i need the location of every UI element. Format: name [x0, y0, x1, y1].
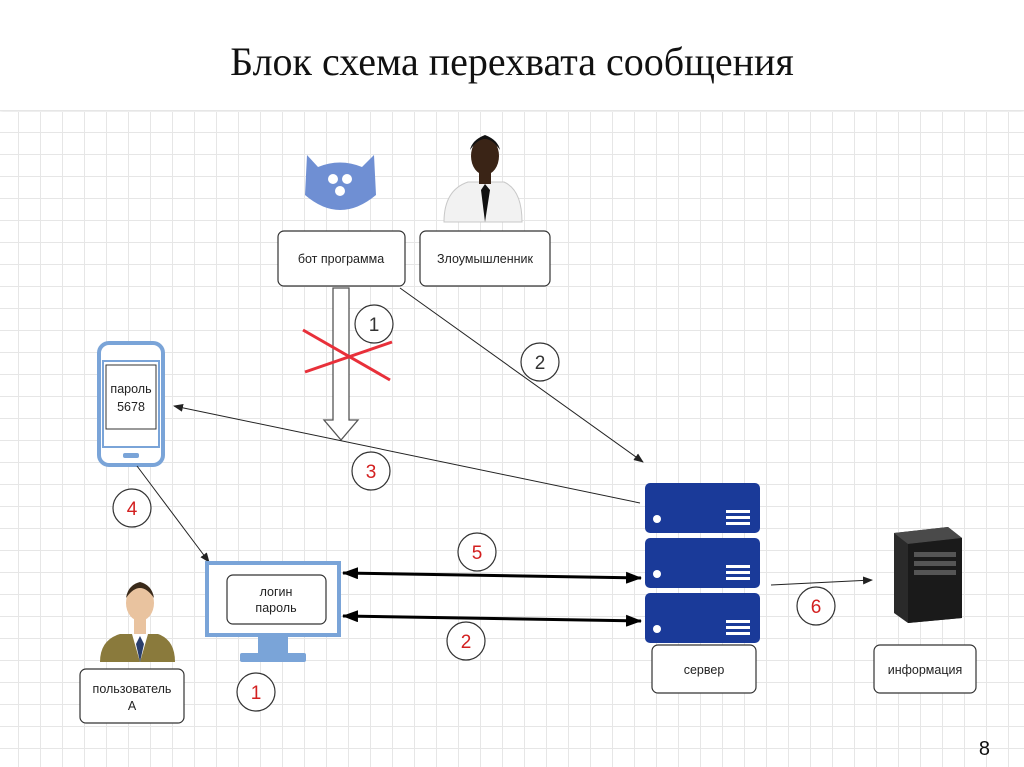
bot-box: бот программа [277, 230, 406, 287]
cat-bot-icon [305, 155, 376, 210]
svg-text:5678: 5678 [117, 400, 145, 414]
svg-text:6: 6 [811, 597, 822, 618]
user-icon [100, 582, 175, 662]
svg-text:сервер: сервер [684, 663, 725, 677]
svg-text:логин: логин [260, 585, 293, 599]
svg-text:2: 2 [461, 632, 472, 653]
monitor-icon: логин пароль [205, 561, 341, 662]
info-box: информация [873, 644, 977, 694]
title-bar: Блок схема перехвата сообщения [0, 0, 1024, 111]
svg-text:А: А [128, 699, 137, 713]
arrow-monitor-server-top [342, 567, 642, 584]
arrow-server-to-info [770, 576, 873, 586]
svg-text:1: 1 [369, 315, 380, 336]
arrow-phone-to-monitor [136, 465, 210, 563]
step-circle-4: 4 [112, 488, 152, 528]
phone-icon: пароль 5678 [97, 341, 165, 467]
svg-text:бот программа: бот программа [298, 252, 384, 266]
svg-text:пароль: пароль [110, 382, 151, 396]
cross-icon [302, 328, 393, 382]
svg-text:информация: информация [888, 663, 963, 677]
svg-text:пароль: пароль [255, 601, 296, 615]
computer-tower-icon [894, 527, 962, 623]
svg-text:пользователь: пользователь [93, 682, 172, 696]
step-circle-2-monitor: 2 [446, 621, 486, 661]
svg-text:1: 1 [251, 683, 262, 704]
attacker-icon [443, 135, 523, 223]
bot-hollow-arrow [322, 287, 360, 442]
page-title: Блок схема перехвата сообщения [230, 39, 794, 84]
svg-text:2: 2 [535, 353, 546, 374]
svg-text:3: 3 [366, 462, 377, 483]
server-box: сервер [651, 644, 757, 694]
step-circle-2-attacker: 2 [520, 342, 560, 382]
arrow-server-to-phone [173, 403, 641, 504]
user-box: пользователь А [79, 668, 185, 724]
attacker-box: Злоумышленник [419, 230, 551, 287]
step-circle-1-bot: 1 [354, 304, 394, 344]
arrow-bot-to-server [399, 287, 644, 463]
svg-text:Злоумышленник: Злоумышленник [437, 252, 534, 266]
step-circle-3: 3 [351, 451, 391, 491]
svg-text:4: 4 [127, 499, 138, 520]
svg-text:5: 5 [472, 543, 483, 564]
arrow-monitor-server-bottom [342, 610, 642, 627]
server-icon [645, 483, 760, 643]
page-number: 8 [978, 738, 990, 760]
step-circle-6: 6 [796, 586, 836, 626]
step-circle-1-user: 1 [236, 672, 276, 712]
step-circle-5: 5 [457, 532, 497, 572]
